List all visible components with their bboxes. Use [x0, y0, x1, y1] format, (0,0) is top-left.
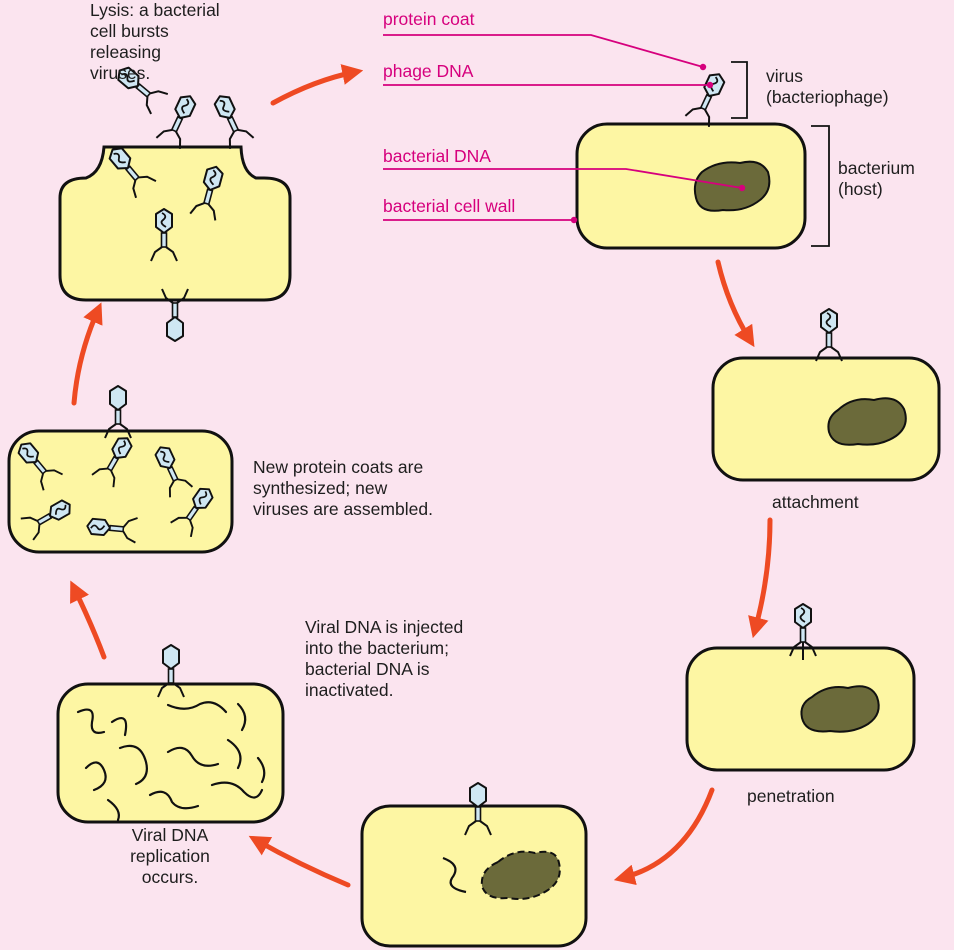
label-protein-coat: protein coat [383, 9, 474, 30]
caption-assembly: New protein coats are synthesized; new v… [253, 457, 433, 520]
label-bacterium: bacterium (host) [838, 158, 915, 200]
caption-lysis: Lysis: a bacterial cell bursts releasing… [90, 0, 220, 84]
label-phage-dna: phage DNA [383, 61, 473, 82]
arrow-to-lysis [74, 310, 98, 403]
bacteriophage-virus [685, 69, 731, 127]
arrow-to-assembly [74, 588, 104, 657]
caption-injection: Viral DNA is injected into the bacterium… [305, 617, 463, 701]
label-virus: virus (bacteriophage) [766, 66, 889, 108]
label-bacterial-cell-wall: bacterial cell wall [383, 196, 515, 217]
caption-penetration: penetration [747, 786, 835, 807]
replication-cell [58, 684, 283, 822]
caption-attachment: attachment [772, 492, 859, 513]
penetration-cell [687, 648, 914, 770]
arrow-to-attachment [718, 262, 750, 340]
arrow-to-injection [622, 790, 712, 878]
caption-replication: Viral DNA replication occurs. [108, 825, 232, 888]
host-bacterium-cell [577, 124, 805, 248]
virus-bracket [731, 62, 747, 118]
injection-cell [362, 806, 586, 946]
attached-phage [816, 309, 842, 361]
lysing-cell [60, 147, 290, 300]
arrow-to-penetration [755, 520, 770, 630]
arrow-to-replication [256, 840, 348, 885]
attachment-cell [713, 358, 939, 480]
bacterium-bracket [811, 126, 829, 246]
label-bacterial-dna: bacterial DNA [383, 146, 491, 167]
arrow-to-host [273, 72, 355, 103]
